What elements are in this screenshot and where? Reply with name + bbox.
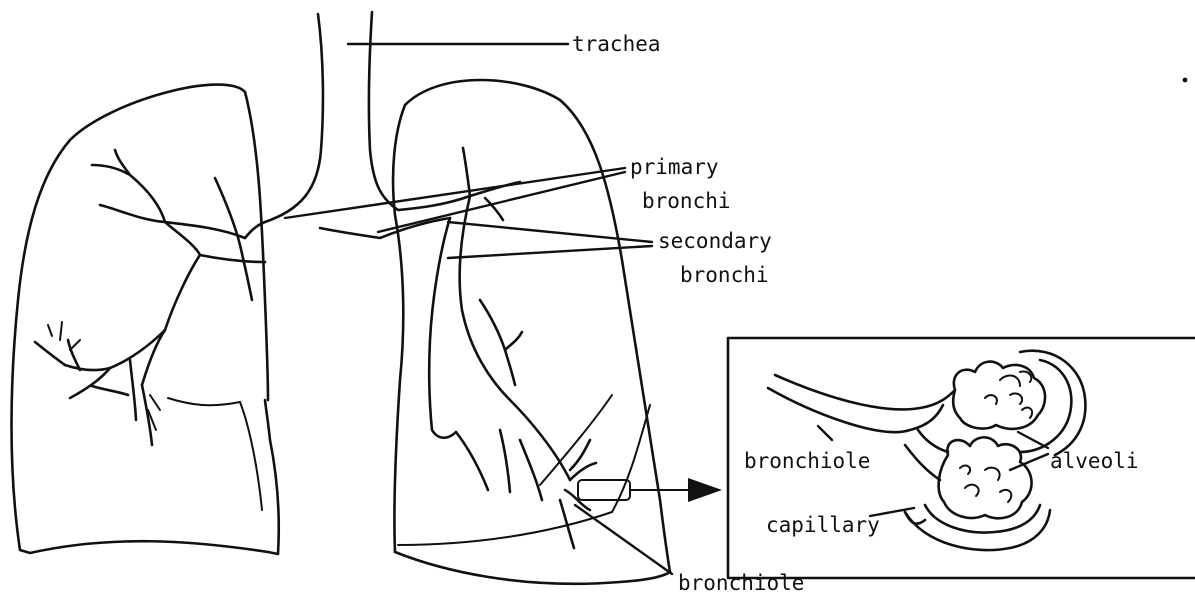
primary-bronchi-leader-lower [378,172,625,232]
alveoli-leader-lower [1010,454,1048,470]
arrowhead-icon [688,478,722,502]
stray-dot [1183,78,1188,83]
label-bronchiole-main: bronchiole [678,571,804,595]
label-secondary-bronchi-line1: secondary [658,229,772,253]
bronchiole-inset-leader [818,426,832,440]
label-trachea: trachea [572,32,661,56]
primary-bronchi-leader-upper [285,168,625,218]
diagram-labels: trachea primary bronchi secondary bronch… [572,32,1139,595]
right-lung-outline [393,80,670,584]
label-secondary-bronchi-line2: bronchi [680,263,769,287]
bronchiole-main-leader [575,505,672,574]
label-bronchiole-inset: bronchiole [744,449,870,473]
alveoli-leader-upper [1018,432,1048,448]
left-lung-outline [12,85,279,554]
label-capillary: capillary [766,513,880,537]
label-primary-bronchi-line2: bronchi [642,189,731,213]
secondary-bronchi-leader-upper [448,222,652,242]
right-bronchial-tree [320,148,596,548]
bronchiole-pointer-arrow [578,478,722,502]
label-alveoli: alveoli [1050,449,1139,473]
label-primary-bronchi-line1: primary [630,155,719,179]
left-bronchial-tree [35,150,265,445]
